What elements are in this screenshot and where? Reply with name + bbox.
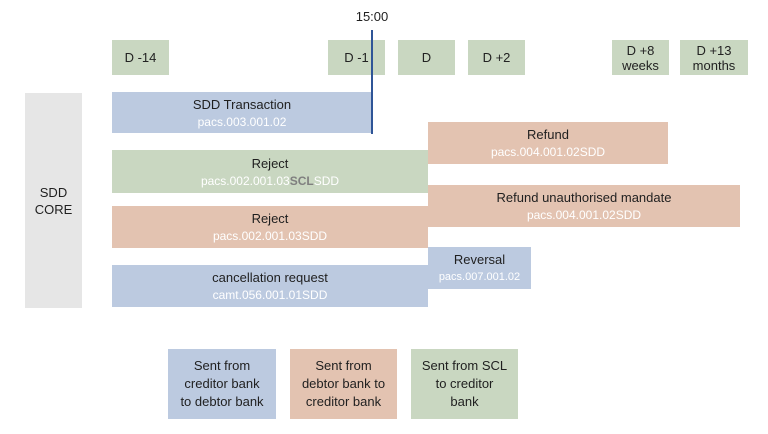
sdd-transaction-bar: SDD Transaction pacs.003.001.02 — [112, 92, 372, 133]
day-d: D — [398, 40, 455, 75]
refund-title: Refund — [527, 127, 569, 142]
legend-creditor-to-debtor: Sent from creditor bank to debtor bank — [168, 349, 276, 419]
sdd-transaction-code: pacs.003.001.02 — [197, 114, 287, 129]
refund-unauthorised-title: Refund unauthorised mandate — [496, 190, 672, 205]
reject-scl-code-highlight: SCL — [289, 173, 314, 188]
reject-debtor-title: Reject — [251, 211, 289, 226]
cancellation-request-bar: cancellation request camt.056.001.01SDD — [112, 265, 428, 307]
sdd-transaction-title: SDD Transaction — [192, 96, 292, 112]
day-d-minus-1: D -1 — [328, 40, 385, 75]
refund-code: pacs.004.001.02SDD — [490, 145, 606, 159]
reversal-bar: Reversal pacs.007.001.02 — [428, 247, 531, 289]
reversal-title: Reversal — [453, 252, 506, 267]
refund-unauthorised-bar: Refund unauthorised mandate pacs.004.001… — [428, 185, 740, 227]
legend-scl-to-creditor: Sent from SCL to creditor bank — [411, 349, 518, 419]
day-d-minus-14: D -14 — [112, 40, 169, 75]
reject-debtor-bar: Reject pacs.002.001.03SDD — [112, 206, 428, 248]
cancellation-request-code: camt.056.001.01SDD — [212, 288, 328, 302]
legend-debtor-to-creditor: Sent from debtor bank to creditor bank — [290, 349, 397, 419]
reject-debtor-code: pacs.002.001.03SDD — [212, 229, 328, 243]
day-d-plus-2: D +2 — [468, 40, 525, 75]
refund-bar: Refund pacs.004.001.02SDD — [428, 122, 668, 164]
reject-scl-bar: Reject pacs.002.001.03SCLSDD — [112, 150, 428, 193]
time-marker-label: 15:00 — [355, 9, 389, 24]
day-d-plus-13-months: D +13 months — [680, 40, 748, 75]
reversal-code: pacs.007.001.02 — [438, 271, 521, 283]
reject-scl-code: pacs.002.001.03SCLSDD — [200, 173, 340, 188]
scheme-label: SDD CORE — [25, 93, 82, 308]
cancellation-request-title: cancellation request — [212, 270, 328, 285]
reject-scl-title: Reject — [251, 155, 289, 171]
time-marker-line — [371, 30, 373, 134]
refund-unauthorised-code: pacs.004.001.02SDD — [526, 208, 642, 222]
day-d-plus-8-weeks: D +8 weeks — [612, 40, 669, 75]
